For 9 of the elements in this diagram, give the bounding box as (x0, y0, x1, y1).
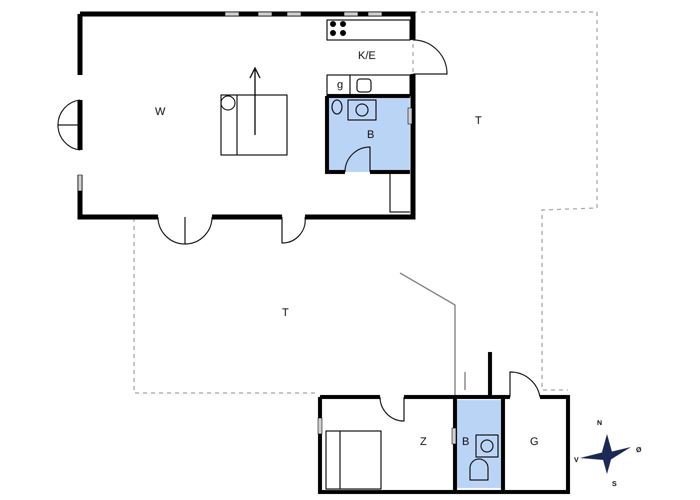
room-label: B (367, 130, 374, 141)
room-label: T (282, 308, 289, 319)
room-label: K/E (358, 51, 376, 62)
room-label: g (337, 80, 344, 91)
room-label: G (530, 437, 539, 448)
room-label: T (475, 116, 482, 127)
room-label: W (155, 107, 166, 118)
room-label: Z (420, 437, 427, 448)
room-label: B (462, 437, 470, 448)
